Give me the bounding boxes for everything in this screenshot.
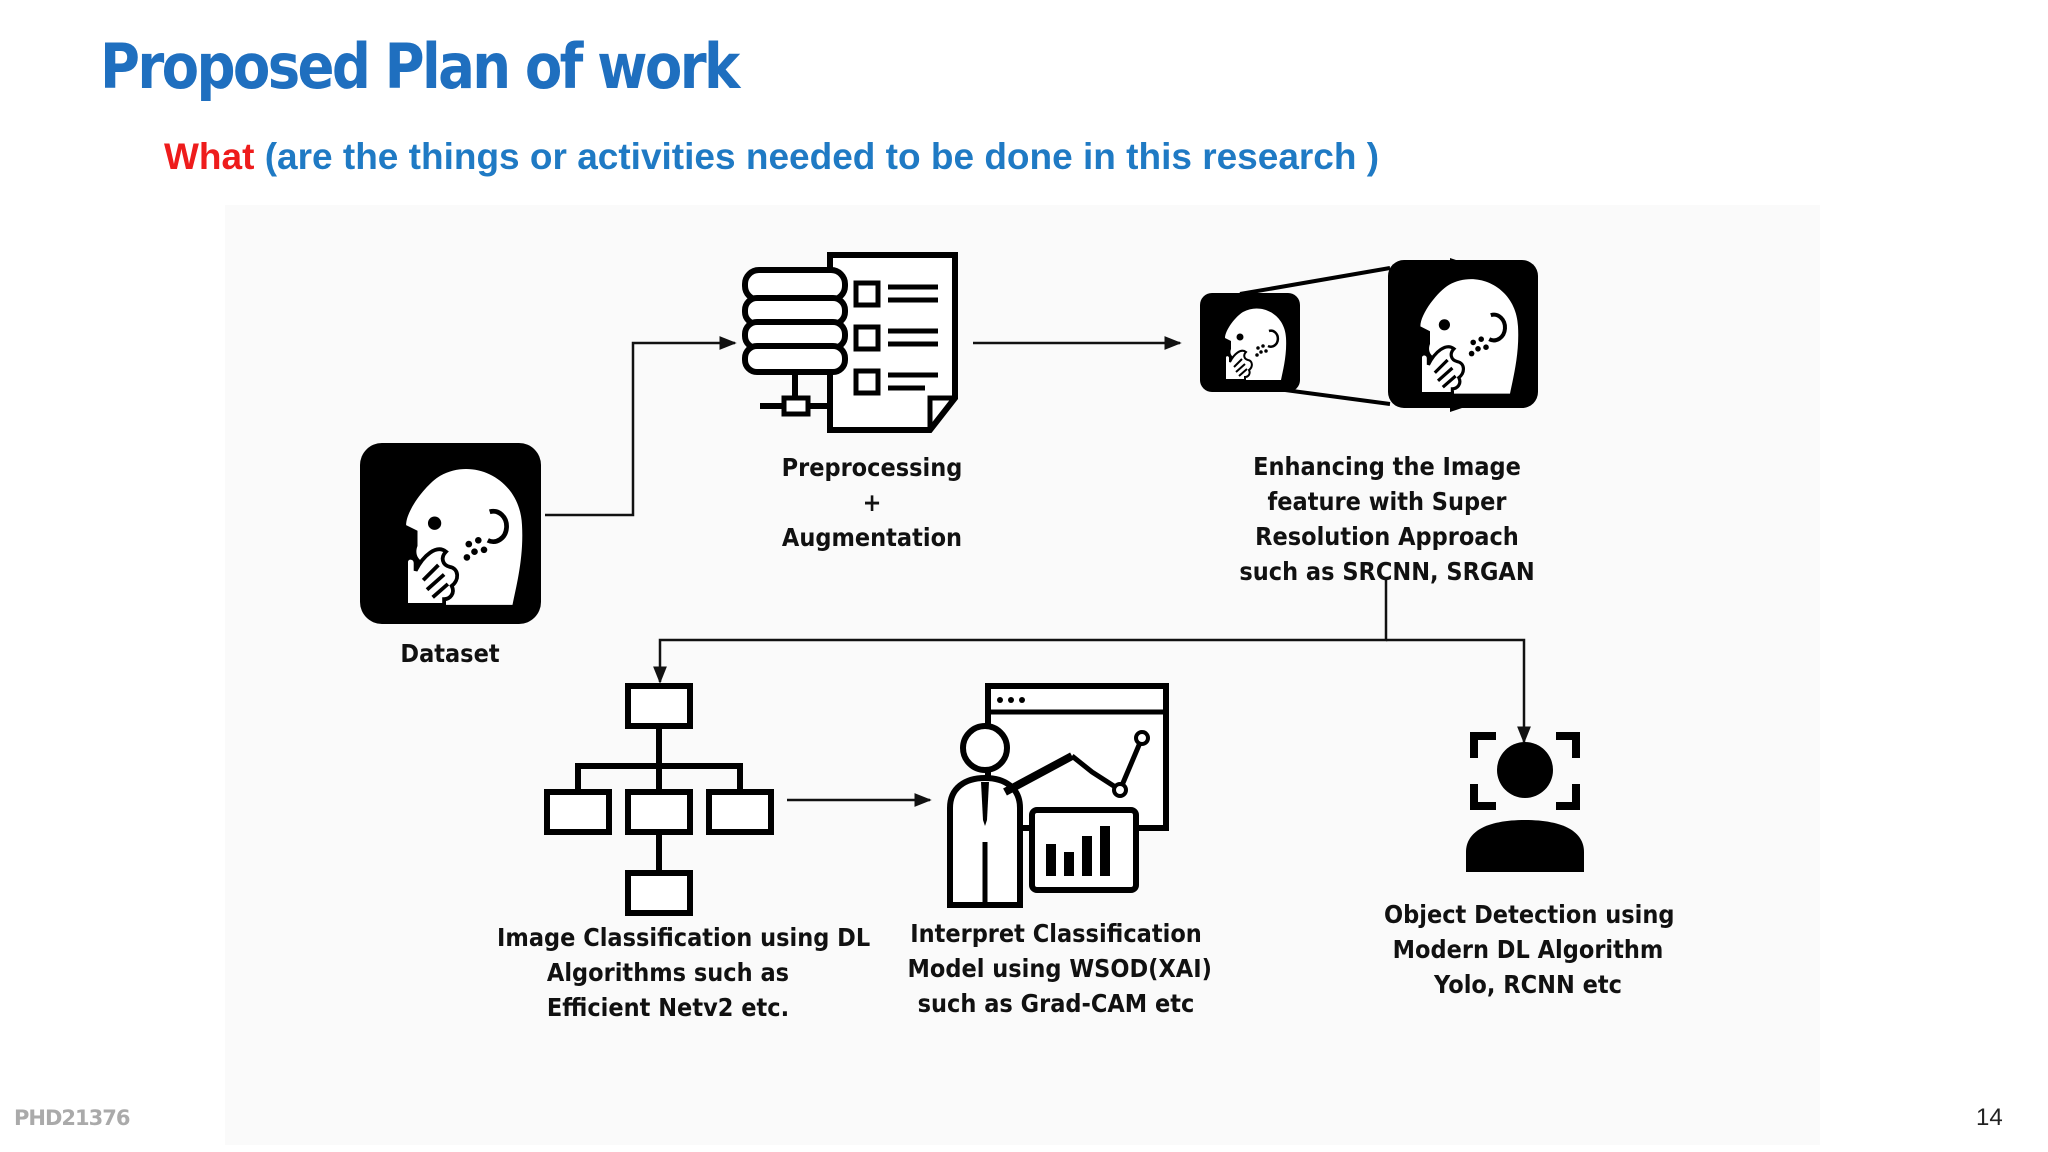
dataset-label: Dataset bbox=[400, 639, 500, 668]
interpret-label: Interpret Classification Model using WSO… bbox=[907, 919, 1212, 1018]
slide-title: Proposed Plan of work bbox=[100, 30, 740, 103]
subtitle-what: What bbox=[164, 136, 255, 177]
patient-head-icon bbox=[360, 443, 541, 624]
image-zoom-icon bbox=[1200, 258, 1538, 412]
enhancing-label: Enhancing the Image feature with Super R… bbox=[1239, 452, 1535, 586]
presenter-chart-icon bbox=[947, 683, 1169, 908]
hierarchy-tree-icon bbox=[544, 683, 774, 916]
slide-subtitle: What (are the things or activities neede… bbox=[164, 136, 1379, 178]
detection-label: Object Detection using Modern DL Algorit… bbox=[1384, 900, 1675, 999]
diagram-background bbox=[225, 205, 1820, 1145]
footer-id: PHD21376 bbox=[14, 1106, 130, 1130]
face-detection-icon bbox=[1466, 732, 1584, 872]
database-document-icon bbox=[742, 252, 958, 433]
subtitle-text: (are the things or activities needed to … bbox=[254, 136, 1380, 177]
preprocessing-label: Preprocessing + Augmentation bbox=[781, 453, 963, 552]
page-number: 14 bbox=[1976, 1104, 2003, 1131]
classification-label: Image Classification using DL Algorithms… bbox=[497, 923, 870, 1022]
